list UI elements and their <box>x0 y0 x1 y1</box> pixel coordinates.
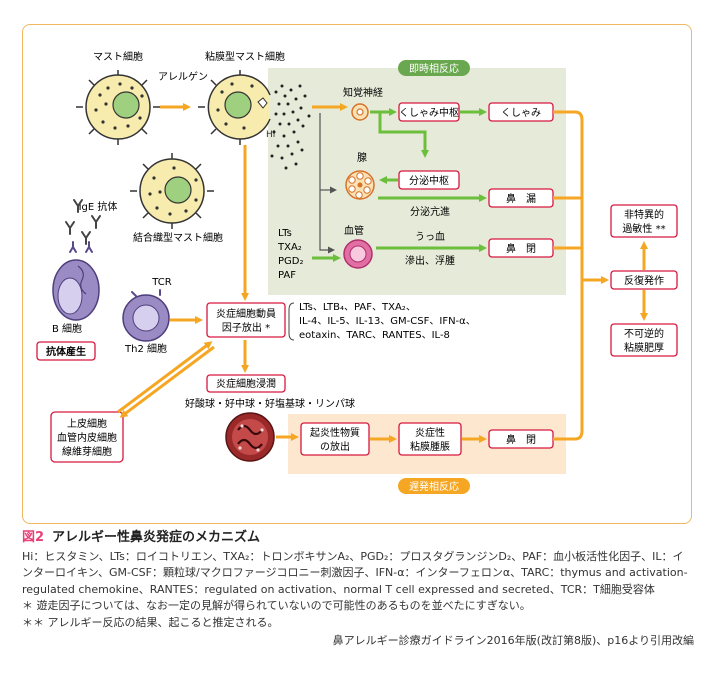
svg-text:線維芽細胞: 線維芽細胞 <box>62 445 112 458</box>
recurrence-box: 反復発作 <box>610 270 678 290</box>
allergen-label: アレルゲン <box>158 71 208 83</box>
svg-text:血管内皮細胞: 血管内皮細胞 <box>57 431 117 444</box>
mechanism-diagram: 即時相反応 遅発相反応 マスト細胞 粘膜型マスト細胞 アレルゲン <box>36 50 678 494</box>
svg-text:非特異的: 非特異的 <box>624 208 664 221</box>
recruitment-box: 炎症細胞動員 因子放出 * <box>206 302 286 338</box>
mast-cell-icon <box>76 70 160 145</box>
svg-text:不可逆的: 不可逆的 <box>624 327 664 340</box>
blood-vessel-icon <box>343 239 373 269</box>
svg-text:炎症細胞動員: 炎症細胞動員 <box>216 307 276 320</box>
svg-text:鼻 閉: 鼻 閉 <box>506 242 536 255</box>
tcr-label: TCR <box>151 277 172 288</box>
rhinorrhea-box: 鼻 漏 <box>488 188 554 208</box>
epithelial-cells-box: 上皮細胞 血管内皮細胞 線維芽細胞 <box>50 411 124 463</box>
svg-text:くしゃみ: くしゃみ <box>501 107 541 119</box>
figure-number: 図2 <box>22 530 45 545</box>
arrow-epithelial-to-recruitment <box>117 341 213 414</box>
arrow-recruitment-to-epithelial <box>119 345 215 418</box>
caption-body: Hi：ヒスタミン、LTs：ロイコトリエン、TXA₂：トロンボキサンA₂、PGD₂… <box>22 549 688 596</box>
caption-title-row: 図2 アレルギー性鼻炎発症のメカニズム <box>22 530 694 547</box>
figure-caption: 図2 アレルギー性鼻炎発症のメカニズム Hi：ヒスタミン、LTs：ロイコトリエン、… <box>22 530 694 650</box>
connective-mast-cell-label: 結合織型マスト細胞 <box>133 231 223 244</box>
gland-icon <box>345 170 375 200</box>
th2-cell-icon <box>122 289 170 342</box>
sneeze-box: くしゃみ <box>488 102 554 122</box>
mucosal-swelling-box: 炎症性 粘膜腫脹 <box>398 422 462 456</box>
svg-text:鼻 閉: 鼻 閉 <box>506 433 536 446</box>
svg-text:遅発相反応: 遅発相反応 <box>409 480 459 493</box>
histamine-label: Hi <box>266 130 275 140</box>
svg-text:因子放出 *: 因子放出 * <box>222 321 270 334</box>
congestion-label: うっ血 <box>415 230 445 243</box>
vessel-label: 血管 <box>344 224 364 237</box>
factors-bracket <box>288 302 295 341</box>
svg-text:起炎性物質: 起炎性物質 <box>310 426 360 439</box>
sensory-nerve-label: 知覚神経 <box>343 86 383 99</box>
svg-text:即時相反応: 即時相反応 <box>409 62 459 75</box>
arrow-hi-to-vessel <box>319 113 335 254</box>
figure-title: アレルギー性鼻炎発症のメカニズム <box>52 530 261 545</box>
gland-label: 腺 <box>357 151 367 164</box>
infiltration-box: 炎症細胞浸潤 <box>206 374 286 393</box>
mucosal-mast-cell-icon: Hi <box>198 70 275 145</box>
late-phase-label: 遅発相反応 <box>398 478 470 494</box>
immediate-phase-label: 即時相反応 <box>398 60 470 76</box>
mediator-txa2: TXA₂ <box>277 242 302 253</box>
caption-note-2: ＊＊ アレルギー反応の結果、起こると推定される。 <box>22 615 279 629</box>
svg-text:の放出: の放出 <box>320 440 350 453</box>
diagram-frame <box>22 24 692 524</box>
hyperreactivity-box: 非特異的 過敏性 ** <box>610 204 678 238</box>
svg-text:鼻 漏: 鼻 漏 <box>506 192 536 205</box>
svg-text:粘膜肥厚: 粘膜肥厚 <box>624 341 664 354</box>
factors-line-2: IL-4、IL-5、IL-13、GM-CSF、IFN-α、 <box>299 316 476 327</box>
mediator-release-box: 起炎性物質 の放出 <box>300 422 370 456</box>
secretion-hyper-label: 分泌亢進 <box>410 205 450 218</box>
mediator-pgd2: PGD₂ <box>278 256 304 267</box>
mediator-lts: LTs <box>278 228 292 239</box>
sneeze-center-box: くしゃみ中枢 <box>398 102 460 122</box>
antibody-production-box: 抗体産生 <box>36 341 96 361</box>
caption-note-1: ＊ 遊走因子については、なお一定の見解が得られていないので可能性のあるものを並べ… <box>22 599 531 612</box>
released-granules <box>270 84 311 170</box>
factors-line-3: eotaxin、TARC、RANTES、IL-8 <box>299 330 450 341</box>
connective-mast-cell-icon <box>130 153 214 229</box>
b-cell-icon <box>52 241 100 321</box>
mast-cell-label: マスト細胞 <box>93 50 143 63</box>
hypertrophy-box: 不可逆的 粘膜肥厚 <box>610 323 678 357</box>
mediator-paf: PAF <box>278 270 296 281</box>
ige-antibody-icon <box>65 199 101 245</box>
b-cell-label: B 細胞 <box>52 322 82 335</box>
svg-text:分泌中枢: 分泌中枢 <box>409 174 449 187</box>
svg-text:粘膜腫脹: 粘膜腫脹 <box>410 440 450 453</box>
sensory-nerve-icon <box>351 103 369 121</box>
svg-text:過敏性 **: 過敏性 ** <box>622 222 665 235</box>
exudation-edema-label: 滲出、浮腫 <box>405 254 455 267</box>
secretion-center-box: 分泌中枢 <box>398 170 460 190</box>
arrow-late-merge <box>553 280 584 441</box>
svg-text:反復発作: 反復発作 <box>624 274 664 287</box>
svg-text:炎症細胞浸潤: 炎症細胞浸潤 <box>216 377 276 390</box>
factors-line-1: LTs、LTB₄、PAF、TXA₂、 <box>299 302 416 313</box>
late-obstruction-box: 鼻 閉 <box>488 429 554 449</box>
svg-text:上皮細胞: 上皮細胞 <box>67 417 107 430</box>
arrow-sneeze-merge <box>553 110 584 280</box>
svg-text:抗体産生: 抗体産生 <box>46 345 86 358</box>
arrow-to-secretion-center <box>378 112 429 158</box>
ige-antibody-label: IgE 抗体 <box>79 200 118 213</box>
svg-text:くしゃみ中枢: くしゃみ中枢 <box>399 106 459 119</box>
obstruction-box: 鼻 閉 <box>488 238 554 258</box>
inflammatory-cell-types: 好酸球・好中球・好塩基球・リンパ球 <box>185 397 355 410</box>
caption-source: 鼻アレルギー診療ガイドライン2016年版(改訂第8版)、p16より引用改編 <box>332 634 694 647</box>
svg-text:炎症性: 炎症性 <box>415 426 445 439</box>
th2-cell-label: Th2 細胞 <box>124 342 167 355</box>
inflammatory-cell-icon <box>225 412 275 462</box>
mucosal-mast-cell-label: 粘膜型マスト細胞 <box>205 50 285 63</box>
